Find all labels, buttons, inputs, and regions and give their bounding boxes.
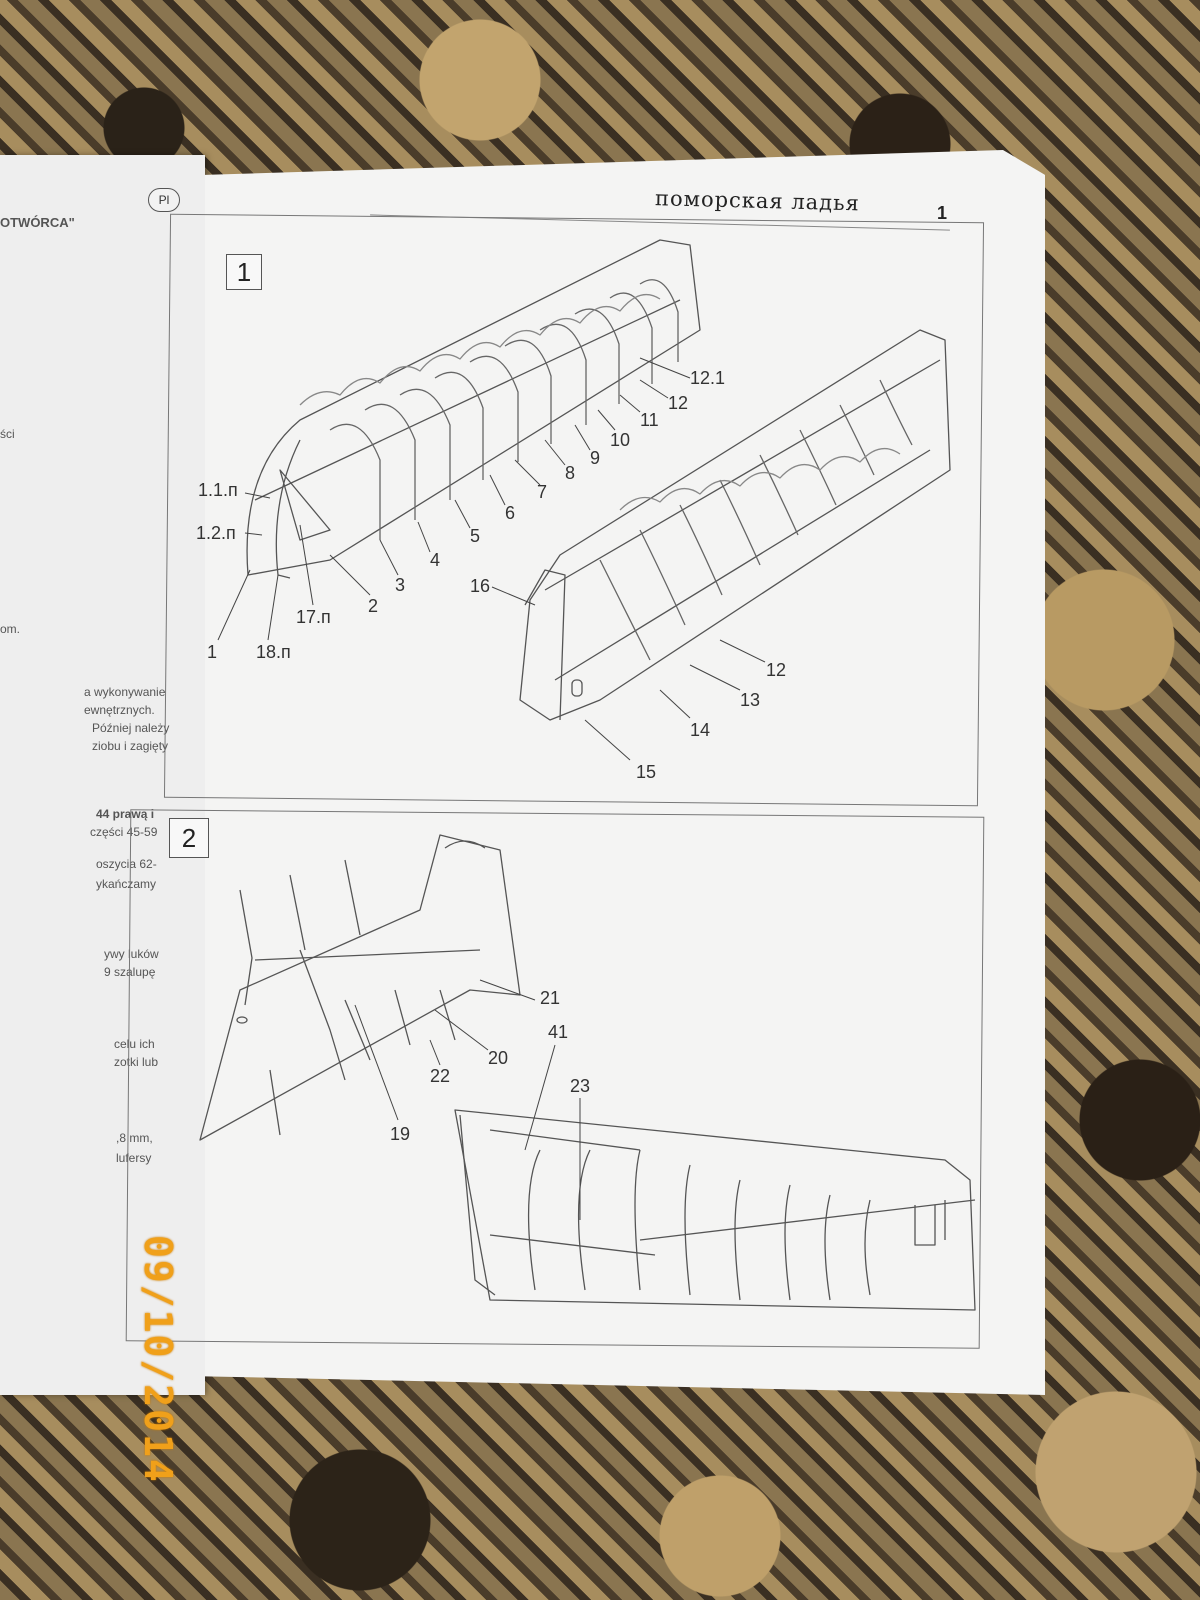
callout-label: 10: [610, 430, 631, 450]
left-text-fragment: celu ich: [114, 1037, 155, 1051]
left-text-fragment: Później należy: [92, 721, 170, 735]
left-text-fragment: zotki lub: [114, 1055, 159, 1069]
hull-drawing-bow: [246, 239, 701, 579]
callout-label: 2: [368, 596, 379, 616]
callout-label: 21: [540, 988, 561, 1008]
detail-drawing-top: [199, 834, 521, 1141]
detail-drawing-bottom: [454, 1109, 976, 1311]
callout-label: 20: [488, 1048, 509, 1068]
page-number: 1: [937, 203, 948, 223]
step-number-2: 2: [169, 818, 209, 858]
callout-label: 6: [505, 503, 516, 523]
callout-label: 14: [690, 720, 711, 740]
callout-label: 12: [668, 393, 689, 413]
callout-label: 23: [570, 1076, 591, 1096]
callout-label: 1.2.п: [196, 523, 236, 543]
left-text-fragment: ykańczamy: [96, 877, 157, 891]
callout-label: 4: [430, 550, 441, 570]
callout-label: 22: [430, 1066, 451, 1086]
callout-label: 9: [590, 448, 601, 468]
left-text-fragment: ści: [0, 427, 15, 441]
callout-label: 15: [636, 762, 657, 782]
left-text-fragment: ziobu i zagięty: [92, 739, 169, 753]
left-page: OTWÓRCA" ści om. a wykonywanie ewnętrzny…: [0, 155, 205, 1395]
callout-label: 41: [548, 1022, 569, 1042]
left-text-fragment: ,8 mm,: [116, 1131, 153, 1145]
photo-datestamp: 09/10/2014: [136, 1235, 180, 1484]
callout-label: 16: [470, 576, 491, 596]
callout-label: 1: [207, 642, 218, 662]
callout-label: 12.1: [690, 368, 726, 388]
callout-label: 11: [640, 410, 659, 430]
left-text-fragment: om.: [0, 622, 21, 636]
left-text-fragment: oszycia 62-: [96, 857, 157, 871]
callout-label: 8: [565, 463, 576, 483]
callout-label: 13: [740, 690, 761, 710]
left-text-fragment: OTWÓRCA": [0, 215, 75, 230]
callout-leaders-2: [354, 979, 581, 1220]
callout-label: 18.п: [256, 642, 291, 662]
callout-label: 12: [766, 660, 787, 680]
hull-drawing-stern: [519, 329, 951, 721]
callout-label: 3: [395, 575, 406, 595]
step-number-1: 1: [226, 254, 262, 290]
right-page: [205, 150, 1045, 1395]
left-text-fragment: części 45-59: [90, 825, 158, 839]
left-text-fragment: ewnętrznych.: [84, 703, 155, 717]
left-text-fragment: ywy luków: [104, 947, 159, 961]
callout-label: 17.п: [296, 607, 331, 627]
language-badge: Pl: [148, 188, 180, 212]
callout-label: 5: [470, 526, 481, 546]
left-text-fragment: 9 szalupę: [104, 965, 156, 979]
left-text-fragment: lufersy: [116, 1151, 152, 1165]
callout-leaders-1: [217, 357, 766, 761]
callout-label: 19: [390, 1124, 411, 1144]
left-text-fragment: 44 prawą i: [96, 807, 155, 821]
callout-label: 1.1.п: [198, 480, 238, 500]
left-text-fragment: a wykonywanie: [84, 685, 166, 699]
callout-label: 7: [537, 482, 548, 502]
